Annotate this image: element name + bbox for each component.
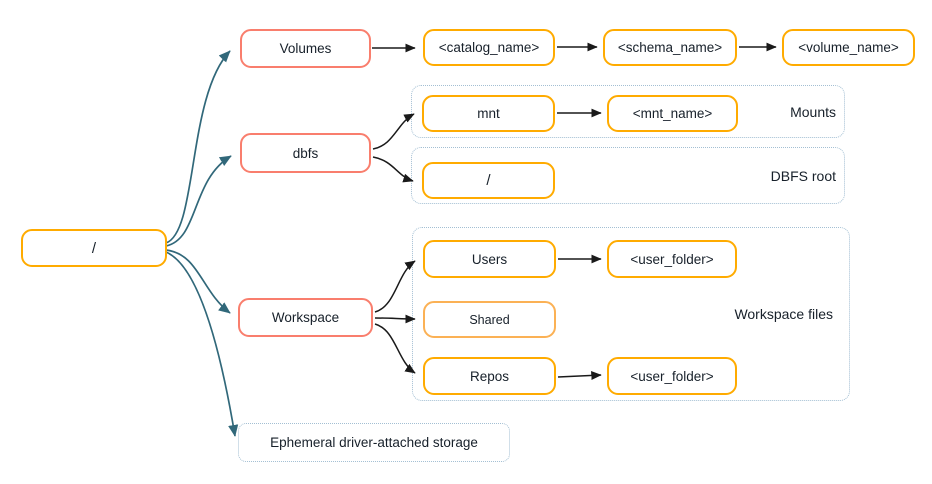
node-mnt-name: <mnt_name> [607,95,738,132]
node-volume-name: <volume_name> [782,29,915,66]
arrow-root-to-volumes [165,50,231,244]
arrow-dbfs-to-mnt [372,113,415,150]
group-workspace-files: Workspace files [412,227,850,401]
arrow-root-to-ephemeral [165,251,239,437]
node-users: Users [423,240,556,278]
arrow-workspace-to-shared [374,314,416,324]
node-shared: Shared [423,301,556,338]
node-repos: Repos [423,357,556,395]
group-label-dbfs-root: DBFS root [770,167,836,184]
arrow-root-to-dbfs [165,155,232,247]
node-user-folder-1: <user_folder> [607,240,737,278]
group-mounts: Mounts [411,85,845,138]
node-mnt: mnt [422,95,555,132]
group-label-mounts: Mounts [790,103,836,120]
node-catalog-name: <catalog_name> [423,29,555,66]
arrow-workspace-to-users [374,260,416,313]
node-schema-name: <schema_name> [603,29,737,66]
group-label-workspace-files: Workspace files [734,306,833,322]
arrow-workspace-to-repos [374,323,416,374]
node-dbfs: dbfs [240,133,371,173]
node-dbfs-root-slash: / [422,162,555,199]
arrow-dbfs-to-root-slash [372,156,414,183]
node-user-folder-2: <user_folder> [607,357,737,395]
node-volumes: Volumes [240,29,371,68]
node-workspace: Workspace [238,298,373,337]
node-ephemeral-storage: Ephemeral driver-attached storage [238,423,510,462]
node-root: / [21,229,167,267]
arrow-root-to-workspace [165,249,231,314]
